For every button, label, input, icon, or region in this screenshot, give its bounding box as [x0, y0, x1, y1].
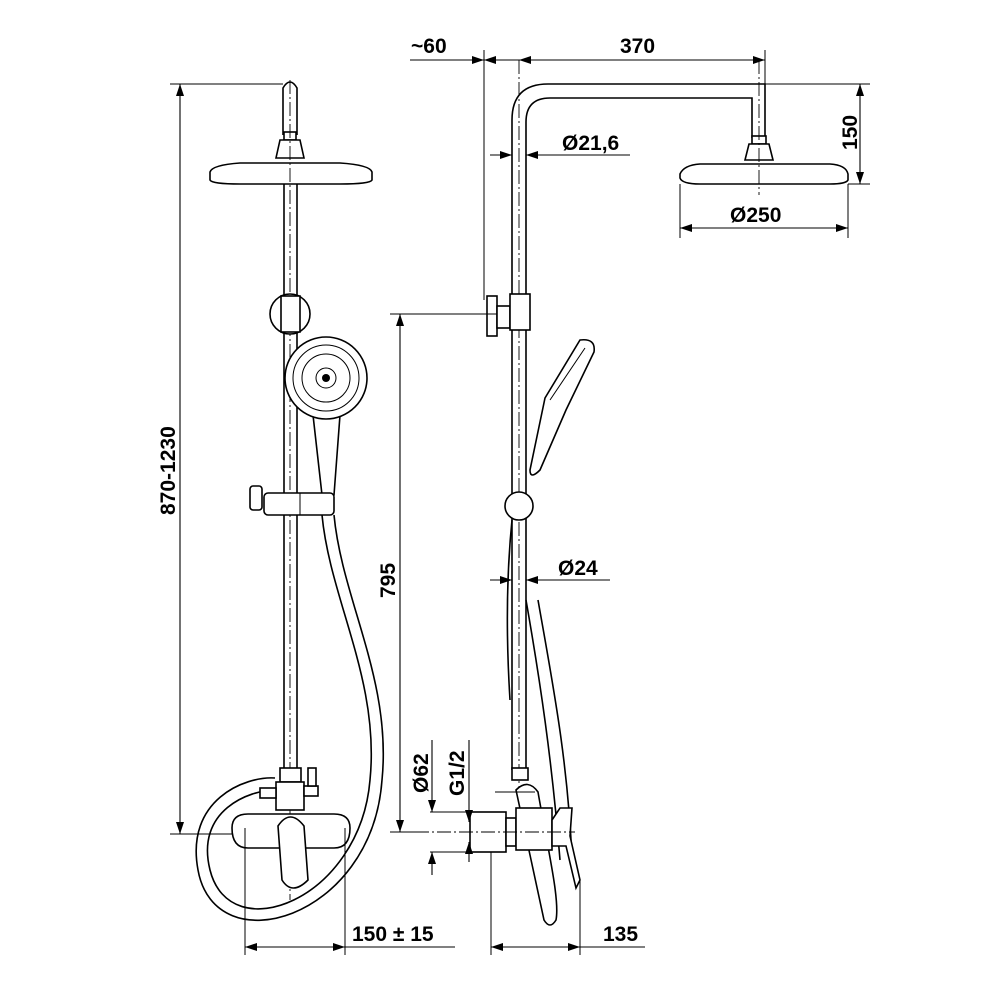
front-view: [195, 80, 385, 921]
dim-wall-offset: ~60: [411, 35, 447, 58]
side-view: [415, 60, 849, 926]
wall-bracket-side: [420, 293, 531, 337]
mixer-front: [231, 813, 351, 889]
riser-rail-front: [283, 80, 298, 900]
dim-mixer-depth: 135: [603, 923, 638, 946]
dim-pipe-diameter-bottom: Ø24: [558, 557, 598, 580]
hose-front: [195, 514, 385, 921]
wall-bracket-front: [269, 293, 311, 335]
dim-pipe-diameter-top: Ø21,6: [562, 132, 619, 155]
hand-shower-front: [284, 336, 368, 496]
dim-head-diameter: Ø250: [730, 204, 781, 227]
dim-flange-diameter: Ø62: [410, 753, 433, 793]
shower-arm-side: [511, 60, 849, 830]
dimension-lines: [170, 50, 870, 955]
dim-mixer-spacing: 150 ± 15: [352, 923, 434, 946]
hand-shower-side: [504, 338, 596, 861]
slider-front: [249, 485, 335, 516]
dim-bracket-height: 795: [377, 563, 400, 598]
dim-head-height: 150: [839, 115, 862, 150]
mixer-side: [415, 767, 581, 926]
diverter-front: [259, 767, 319, 811]
overhead-shower-front: [209, 81, 373, 185]
dim-total-height: 870-1230: [157, 426, 180, 515]
dimension-labels: ~60 370 150 Ø21,6 Ø250 870-1230 795 Ø24 …: [157, 35, 862, 946]
dim-thread: G1/2: [446, 750, 469, 796]
riser-side: [511, 330, 527, 770]
dim-arm-length: 370: [620, 35, 655, 58]
